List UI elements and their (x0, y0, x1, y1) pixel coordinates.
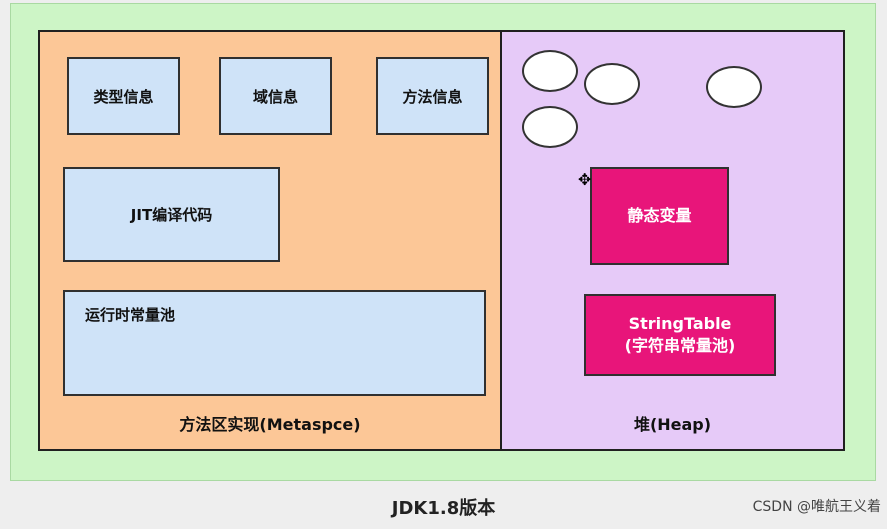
heap-object-oval-2 (584, 63, 640, 105)
mouse-cursor-icon: ✥ (578, 170, 592, 189)
heap-object-oval-4 (522, 106, 578, 148)
jit-code-label: JIT编译代码 (130, 206, 213, 224)
field-info-label: 域信息 (252, 87, 298, 106)
metaspace-title: 方法区实现(Metaspce) (179, 415, 361, 434)
jit-code-box: JIT编译代码 (63, 167, 280, 262)
static-variables-box: 静态变量 (590, 167, 729, 265)
heap-object-oval-3 (706, 66, 762, 108)
static-variables-label: 静态变量 (627, 206, 692, 225)
string-table-box: StringTable (字符串常量池) (584, 294, 776, 376)
string-table-sublabel: (字符串常量池) (624, 336, 736, 355)
heap-object-oval-1 (522, 50, 578, 92)
runtime-constant-pool-box: 运行时常量池 (63, 290, 486, 396)
method-info-label: 方法信息 (402, 87, 463, 106)
method-info-box: 方法信息 (376, 57, 489, 135)
heap-title: 堆(Heap) (633, 415, 712, 434)
jdk-version-caption: JDK1.8版本 (391, 498, 496, 519)
runtime-constant-pool-label: 运行时常量池 (85, 306, 176, 324)
string-table-label: StringTable (628, 314, 732, 333)
type-info-label: 类型信息 (93, 87, 154, 106)
type-info-box: 类型信息 (67, 57, 180, 135)
field-info-box: 域信息 (219, 57, 332, 135)
csdn-watermark: CSDN @唯航王义着 (752, 499, 881, 515)
